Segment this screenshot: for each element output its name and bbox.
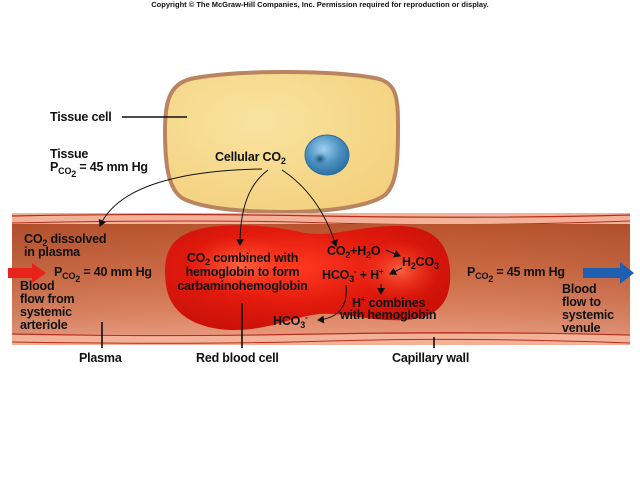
- plasma-pco2-label: PCO2 = 40 mm Hg: [54, 265, 152, 284]
- rxn-h2-sub: 2: [410, 261, 416, 271]
- nucleus: [304, 134, 350, 176]
- pressure-symbol: P: [54, 265, 63, 279]
- pressure-sub2: 2: [488, 274, 494, 284]
- hplus-sup: +: [360, 295, 366, 304]
- tissue-pco2-label: PCO2 = 45 mm Hg: [50, 160, 148, 179]
- outflow-arrow: [583, 262, 634, 284]
- rxn-co3: CO: [415, 255, 435, 269]
- rxn-co3-sub: 3: [434, 261, 439, 271]
- arrow-h2o-to-h2co3: [385, 249, 401, 258]
- flow-from-line-1: Blood: [20, 279, 55, 293]
- rxn-hco-sup: -: [354, 267, 357, 276]
- rxn-hco-sub: 3: [349, 274, 354, 284]
- rxn-o: O: [370, 244, 381, 258]
- flow-to-line-4: venule: [562, 321, 601, 335]
- copyright-notice: Copyright © The McGraw-Hill Companies, I…: [151, 0, 489, 9]
- inflow-arrow: [8, 263, 46, 283]
- pressure-symbol: P: [467, 265, 476, 279]
- plasma-label: Plasma: [79, 351, 122, 365]
- in-plasma-label: in plasma: [24, 245, 80, 259]
- flow-to-line-2: flow to: [562, 295, 601, 309]
- h-combines-line-2: with hemoglobin: [340, 308, 437, 322]
- flow-from-line-4: arteriole: [20, 318, 68, 332]
- pressure-sub: CO: [475, 271, 489, 281]
- rxn-h: H: [402, 255, 411, 269]
- tissue-pco2-value: = 45 mm Hg: [76, 160, 148, 174]
- reaction-co2-h2o: CO2+H2O: [327, 244, 381, 260]
- hplus-h: H: [352, 296, 361, 310]
- red-blood-cell-label: Red blood cell: [196, 351, 279, 365]
- pressure-sub: CO: [58, 166, 72, 176]
- rxn-hco: HCO: [322, 268, 350, 282]
- venule-pco2-value: = 45 mm Hg: [493, 265, 565, 279]
- pressure-symbol: P: [50, 160, 59, 174]
- plasma-pco2-value: = 40 mm Hg: [80, 265, 152, 279]
- rxn-plus-h: +H: [350, 244, 367, 258]
- carb-co: CO: [186, 251, 206, 265]
- carbamino-line-3: carbaminohemoglobin: [177, 279, 308, 293]
- carbamino-line-1: CO2 combined with: [170, 251, 315, 267]
- rxn-h2o-sub: 2: [366, 250, 371, 260]
- rxn-h-sup: +: [378, 267, 384, 276]
- h-combines-line-1: H+ combines: [352, 295, 426, 310]
- tissue-cell: [162, 70, 401, 215]
- co2-dissolved-label: CO2 dissolved: [24, 232, 107, 248]
- pressure-sub2: 2: [71, 169, 77, 179]
- carbamino-line-2: hemoglobin to form: [185, 265, 300, 279]
- carb-sub: 2: [205, 257, 210, 267]
- cellular-co2-label: Cellular CO2: [215, 150, 286, 166]
- tissue-cell-label: Tissue cell: [50, 110, 112, 124]
- tissue-pressure-title: Tissue: [50, 147, 89, 161]
- red-blood-cell: [165, 225, 451, 330]
- venule-pco2-label: PCO2 = 45 mm Hg: [467, 265, 565, 284]
- rxn-plus-h-ion: + H: [356, 268, 379, 282]
- dissolved-sub: 2: [42, 238, 48, 248]
- capillary-wall-label: Capillary wall: [392, 351, 470, 365]
- flow-from-line-2: flow from: [20, 292, 75, 306]
- reaction-h2co3: H2CO3: [402, 255, 439, 271]
- rxn-co: CO: [327, 244, 346, 258]
- cellular-co2-sub: 2: [280, 156, 286, 166]
- flow-to-line-1: Blood: [562, 282, 597, 296]
- arrow-co2-to-plasma: [98, 168, 263, 227]
- rxn-co-sub: 2: [345, 250, 351, 260]
- pressure-sub: CO: [62, 271, 76, 281]
- dissolved-text: dissolved: [47, 232, 107, 246]
- arrow-hco3-out: [317, 284, 347, 324]
- reaction-hco3-h: HCO3- + H+: [322, 267, 384, 284]
- hco3-out-label: HCO3-: [273, 313, 308, 330]
- flow-to-line-3: systemic: [562, 308, 614, 322]
- arrow-co2-to-carbamino: [236, 169, 269, 246]
- hco3-out-sup: -: [305, 313, 308, 322]
- arrow-h2co3-to-ions: [389, 267, 403, 275]
- cellular-co2-text: Cellular CO: [215, 150, 281, 164]
- flow-from-line-3: systemic: [20, 305, 72, 319]
- arrow-co2-to-reaction: [281, 169, 339, 247]
- hco3-out-sub: 3: [300, 320, 305, 330]
- dissolved-co: CO: [24, 232, 43, 246]
- pressure-sub2: 2: [75, 274, 81, 284]
- carb-text: combined with: [209, 251, 299, 265]
- hplus-text: combines: [365, 296, 426, 310]
- hco3-out-text: HCO: [273, 314, 301, 328]
